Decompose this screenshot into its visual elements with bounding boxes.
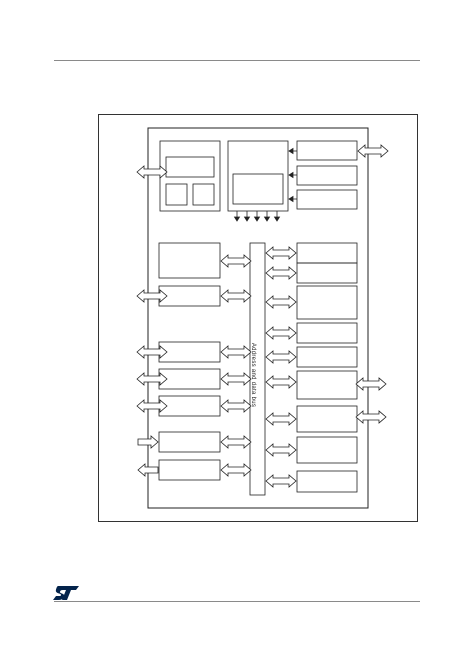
block-diagram-frame bbox=[98, 114, 418, 522]
left-io-arrow-5 bbox=[136, 399, 168, 413]
right-bus-arrow-8 bbox=[265, 474, 297, 488]
left-bus-arrow-5 bbox=[220, 399, 252, 413]
footer-rule bbox=[54, 601, 420, 602]
right-bus-arrow-7 bbox=[265, 443, 297, 457]
core-io-arrow bbox=[136, 165, 168, 179]
left-block-1 bbox=[158, 242, 221, 279]
left-block-4 bbox=[158, 368, 221, 390]
left-io-arrow-4 bbox=[136, 372, 168, 386]
right-block-4 bbox=[296, 346, 358, 368]
right-bus-arrow-2 bbox=[265, 295, 297, 309]
oscillator-io-arrow bbox=[357, 144, 389, 158]
left-io-arrow-2 bbox=[136, 289, 168, 303]
clock-output-arrows bbox=[233, 211, 281, 222]
right-block-1a bbox=[296, 242, 358, 264]
left-block-2 bbox=[158, 285, 221, 307]
left-block-5 bbox=[158, 395, 221, 417]
clock-block bbox=[227, 140, 289, 212]
core-subblock-top bbox=[165, 156, 215, 178]
bus-label: Address and data bus bbox=[250, 342, 256, 408]
left-bus-arrow-4 bbox=[220, 372, 252, 386]
clock-subblock bbox=[232, 173, 284, 205]
right-bus-arrow-6 bbox=[265, 412, 297, 426]
address-data-bus bbox=[249, 242, 266, 496]
core-subblock-left bbox=[165, 183, 188, 206]
oscillator-block-1 bbox=[296, 140, 358, 161]
right-bus-arrow-1b bbox=[265, 266, 297, 280]
st-logo: ST bbox=[53, 586, 79, 600]
left-bus-arrow-1 bbox=[220, 254, 252, 268]
left-block-6 bbox=[158, 431, 221, 453]
core-subblock-right bbox=[192, 183, 215, 206]
oscillator-arrows bbox=[288, 147, 297, 203]
left-bus-arrow-7 bbox=[220, 463, 252, 477]
right-block-7 bbox=[296, 436, 358, 464]
right-block-8 bbox=[296, 470, 358, 493]
right-block-1b bbox=[296, 262, 358, 284]
core-block bbox=[159, 140, 221, 212]
right-bus-arrow-3 bbox=[265, 326, 297, 340]
chip-outline bbox=[147, 127, 369, 509]
left-bus-arrow-2 bbox=[220, 289, 252, 303]
right-bus-arrow-1a bbox=[265, 246, 297, 260]
right-block-6 bbox=[296, 405, 358, 433]
right-io-arrow-6 bbox=[355, 410, 387, 424]
right-block-3 bbox=[296, 322, 358, 344]
right-io-arrow-5 bbox=[355, 377, 387, 391]
left-io-arrow-3 bbox=[136, 345, 168, 359]
oscillator-block-3 bbox=[296, 189, 358, 210]
right-bus-arrow-4 bbox=[265, 350, 297, 364]
header-rule bbox=[54, 60, 420, 61]
oscillator-block-2 bbox=[296, 165, 358, 186]
left-block-3 bbox=[158, 341, 221, 363]
right-bus-arrow-5 bbox=[265, 375, 297, 389]
left-bus-arrow-3 bbox=[220, 345, 252, 359]
left-bus-arrow-6 bbox=[220, 435, 252, 449]
right-block-2 bbox=[296, 285, 358, 320]
left-block-7 bbox=[158, 459, 221, 481]
right-block-5 bbox=[296, 370, 358, 400]
